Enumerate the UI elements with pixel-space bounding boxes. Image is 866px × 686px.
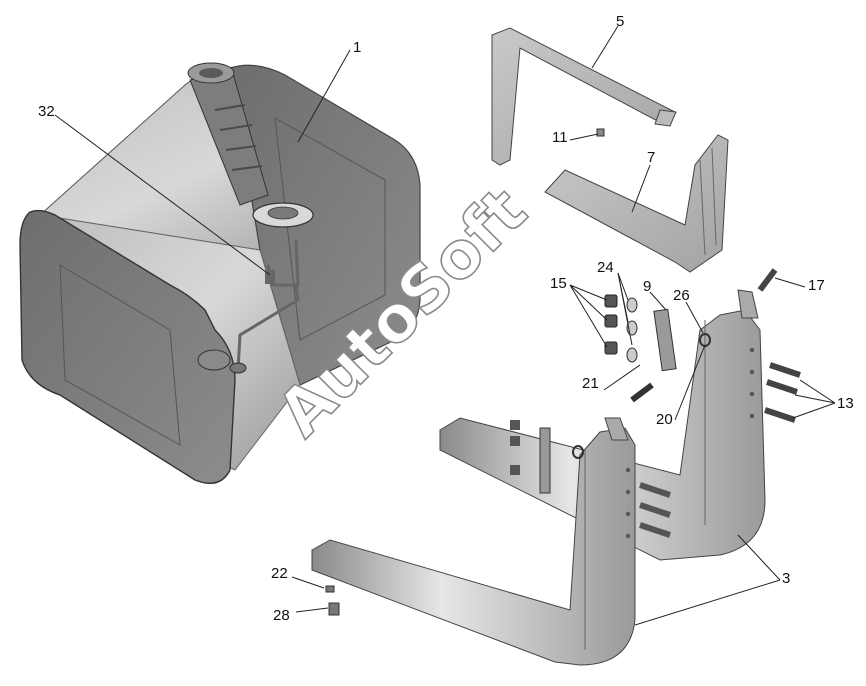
callout-26: 26: [673, 287, 690, 304]
callout-7: 7: [647, 149, 655, 166]
tank-strap-upper: [491, 27, 677, 166]
callout-22: 22: [271, 565, 288, 582]
callout-11: 11: [552, 129, 568, 146]
callout-24: 24: [597, 259, 614, 276]
callout-3: 3: [782, 570, 790, 587]
callout-15: 15: [550, 275, 567, 292]
callout-1: 1: [353, 39, 361, 56]
clip-part: [596, 128, 605, 137]
leader-lines: [54, 25, 836, 626]
bracket-rear: [439, 289, 766, 561]
tank-strap-lower: [544, 134, 729, 273]
callout-9: 9: [643, 278, 651, 295]
callout-21: 21: [582, 375, 599, 392]
callouts: 1 32 5 11 7 24 15 9 26 17 21 20 13 3 22 …: [38, 13, 854, 624]
callout-5: 5: [616, 13, 624, 30]
callout-17: 17: [808, 277, 825, 294]
mounting-hardware: [325, 268, 801, 616]
callout-28: 28: [273, 607, 290, 624]
bracket-front: [311, 417, 636, 666]
callout-32: 32: [38, 103, 55, 120]
fuel-tank: [19, 62, 421, 484]
callout-13: 13: [837, 395, 854, 412]
callout-20: 20: [656, 411, 673, 428]
